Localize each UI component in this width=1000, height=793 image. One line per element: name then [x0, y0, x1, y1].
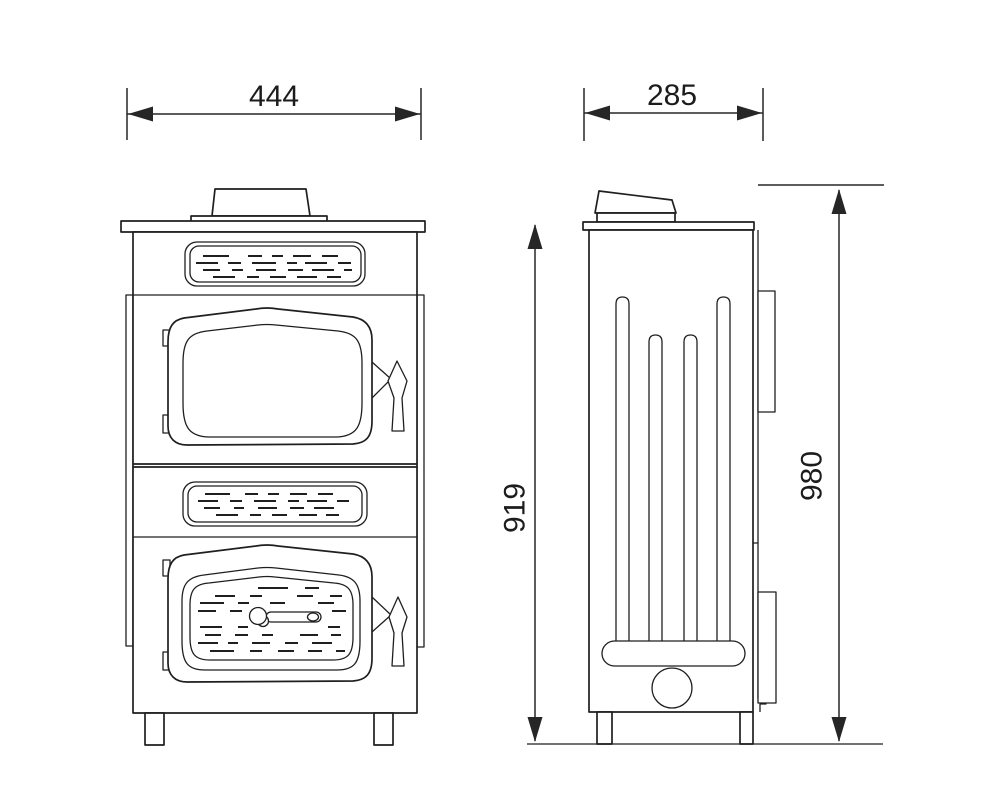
dim-side-depth-extensions: [583, 88, 764, 141]
vent-grille-upper: [184, 241, 366, 287]
side-left-leg: [596, 711, 613, 745]
door-upper: [162, 307, 408, 446]
dim-body-height-arrow-bottom: [527, 717, 543, 742]
dim-front-width-arrow-left: [128, 106, 153, 122]
right-flange: [416, 294, 425, 648]
dim-side-depth-arrow-right: [737, 105, 762, 121]
air-slider-knob: [248, 606, 268, 626]
door-lower: [162, 544, 408, 683]
dim-side-depth-arrow-left: [585, 105, 610, 121]
flue-collar-side: [594, 190, 677, 214]
door-upper-window: [182, 323, 363, 438]
vent-grille-middle-dashes: [198, 493, 349, 516]
dim-front-width: 444: [126, 80, 422, 140]
air-slider: [248, 606, 322, 628]
handle-upper: [387, 360, 408, 432]
side-depth-label: 285: [647, 79, 697, 112]
hinge-upper-side: [757, 290, 776, 413]
overall-height-label: 980: [796, 451, 829, 501]
divider-middle: [133, 463, 417, 468]
left-flange: [125, 294, 134, 647]
top-plate-front: [120, 220, 426, 233]
side-view: [527, 190, 883, 745]
dim-overall-height: 980: [758, 184, 884, 742]
handle-lower: [388, 596, 408, 667]
top-plate-side: [582, 221, 755, 231]
front-view: [120, 188, 426, 746]
front-left-leg: [144, 712, 165, 746]
side-ribs: [615, 296, 731, 643]
flue-collar-front: [211, 188, 311, 217]
dim-body-height: 919: [499, 224, 543, 742]
dim-front-width-arrow-right: [395, 106, 420, 122]
dim-body-height-arrow-top: [527, 224, 543, 249]
rib-1: [615, 296, 630, 643]
hinge-lower-side: [757, 591, 777, 704]
rib-2: [648, 334, 663, 643]
door-lower-dashes: [198, 587, 346, 652]
handle-lower-links: [371, 596, 392, 633]
stove-body-side: [588, 229, 754, 713]
dim-side-depth: 285: [583, 79, 764, 141]
vent-grille-middle: [182, 481, 368, 527]
dim-overall-height-arrow-top: [831, 189, 847, 214]
dim-overall-height-arrow-bottom: [831, 717, 847, 742]
air-slider-bar-end: [306, 612, 320, 622]
rib-3: [683, 334, 698, 643]
rib-manifold: [601, 640, 746, 667]
vent-grille-middle-inner: [187, 485, 363, 523]
flue-collar-base-side: [596, 212, 676, 223]
front-width-label: 444: [249, 80, 299, 113]
side-right-leg: [739, 711, 754, 745]
round-port: [651, 667, 693, 709]
body-height-label: 919: [499, 483, 532, 533]
front-right-leg: [373, 712, 394, 746]
vent-grille-upper-dashes: [196, 255, 352, 278]
rib-4: [716, 296, 731, 643]
